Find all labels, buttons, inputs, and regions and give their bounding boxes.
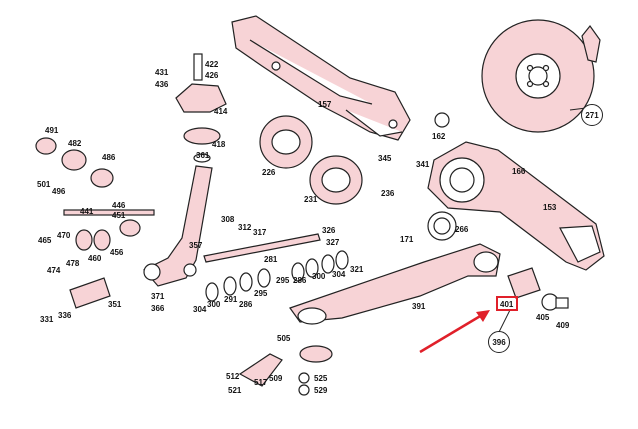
part-label-418: 418	[212, 140, 226, 149]
part-label-366: 366	[151, 304, 165, 313]
part-label-486: 486	[102, 153, 116, 162]
rear-axle-subframe	[231, 15, 411, 141]
axle-housing	[427, 112, 605, 271]
part-label-341: 341	[416, 160, 430, 169]
part-label-226: 226	[262, 168, 276, 177]
part-label-171: 171	[400, 235, 414, 244]
part-label-441: 441	[80, 207, 94, 216]
part-label-409: 409	[556, 321, 570, 330]
part-label-317: 317	[253, 228, 267, 237]
part-label-391: 391	[412, 302, 426, 311]
part-label-436: 436	[155, 80, 169, 89]
lower-mounts	[238, 345, 333, 396]
part-label-304-left: 304	[193, 305, 207, 314]
part-label-491: 491	[45, 126, 59, 135]
part-label-162: 162	[432, 132, 446, 141]
rubber-boots	[259, 115, 363, 205]
part-label-157: 157	[318, 100, 332, 109]
part-label-446: 446	[112, 201, 126, 210]
part-label-361: 361	[196, 151, 210, 160]
lower-control-arm	[289, 243, 501, 325]
part-label-521: 521	[228, 386, 242, 395]
part-label-236: 236	[381, 189, 395, 198]
part-label-345: 345	[378, 154, 392, 163]
part-label-505: 505	[277, 334, 291, 343]
part-label-327: 327	[326, 238, 340, 247]
part-label-336: 336	[58, 311, 72, 320]
part-label-153: 153	[543, 203, 557, 212]
part-label-351: 351	[108, 300, 122, 309]
part-label-291: 291	[224, 295, 238, 304]
part-label-286-right: 286	[293, 276, 307, 285]
part-label-456: 456	[110, 248, 124, 257]
part-label-326: 326	[322, 226, 336, 235]
part-label-295-left: 295	[254, 289, 268, 298]
part-label-474: 474	[47, 266, 61, 275]
highlight-box[interactable]: 401	[496, 296, 518, 311]
part-label-357: 357	[189, 241, 203, 250]
part-label-304-right: 304	[332, 270, 346, 279]
part-label-266: 266	[455, 225, 469, 234]
part-label-231: 231	[304, 195, 318, 204]
circled-label-271: 271	[581, 104, 603, 126]
trailing-arm	[143, 165, 213, 287]
part-label-321: 321	[350, 265, 364, 274]
part-label-295-right: 295	[276, 276, 290, 285]
brake-disc	[481, 19, 601, 133]
part-label-512: 512	[226, 372, 240, 381]
part-label-286-left: 286	[239, 300, 253, 309]
part-label-478: 478	[66, 259, 80, 268]
part-label-465: 465	[38, 236, 52, 245]
part-label-166: 166	[512, 167, 526, 176]
part-label-308: 308	[221, 215, 235, 224]
part-label-331: 331	[40, 315, 54, 324]
circled-label-396: 396	[488, 331, 510, 353]
part-label-525: 525	[314, 374, 328, 383]
part-label-482: 482	[68, 139, 82, 148]
part-label-426: 426	[205, 71, 219, 80]
torsion-bar	[203, 233, 321, 263]
upper-mount	[175, 53, 227, 163]
part-label-460: 460	[88, 254, 102, 263]
part-label-300-left: 300	[207, 300, 221, 309]
part-label-300-right: 300	[312, 272, 326, 281]
part-label-414: 414	[214, 107, 228, 116]
part-label-501: 501	[37, 180, 51, 189]
part-label-451: 451	[112, 211, 126, 220]
washer-row	[205, 250, 349, 302]
part-label-371: 371	[151, 292, 165, 301]
part-label-405: 405	[536, 313, 550, 322]
part-label-281: 281	[264, 255, 278, 264]
part-label-470: 470	[57, 231, 71, 240]
part-label-422: 422	[205, 60, 219, 69]
left-bushings	[35, 137, 155, 309]
part-label-496: 496	[52, 187, 66, 196]
part-label-529: 529	[314, 386, 328, 395]
red-arrow-indicator	[419, 310, 490, 354]
part-label-509: 509	[269, 374, 283, 383]
bushing-401	[507, 267, 569, 311]
part-label-401: 401	[500, 300, 514, 309]
part-label-517: 517	[254, 378, 268, 387]
part-label-431: 431	[155, 68, 169, 77]
part-label-312: 312	[238, 223, 252, 232]
